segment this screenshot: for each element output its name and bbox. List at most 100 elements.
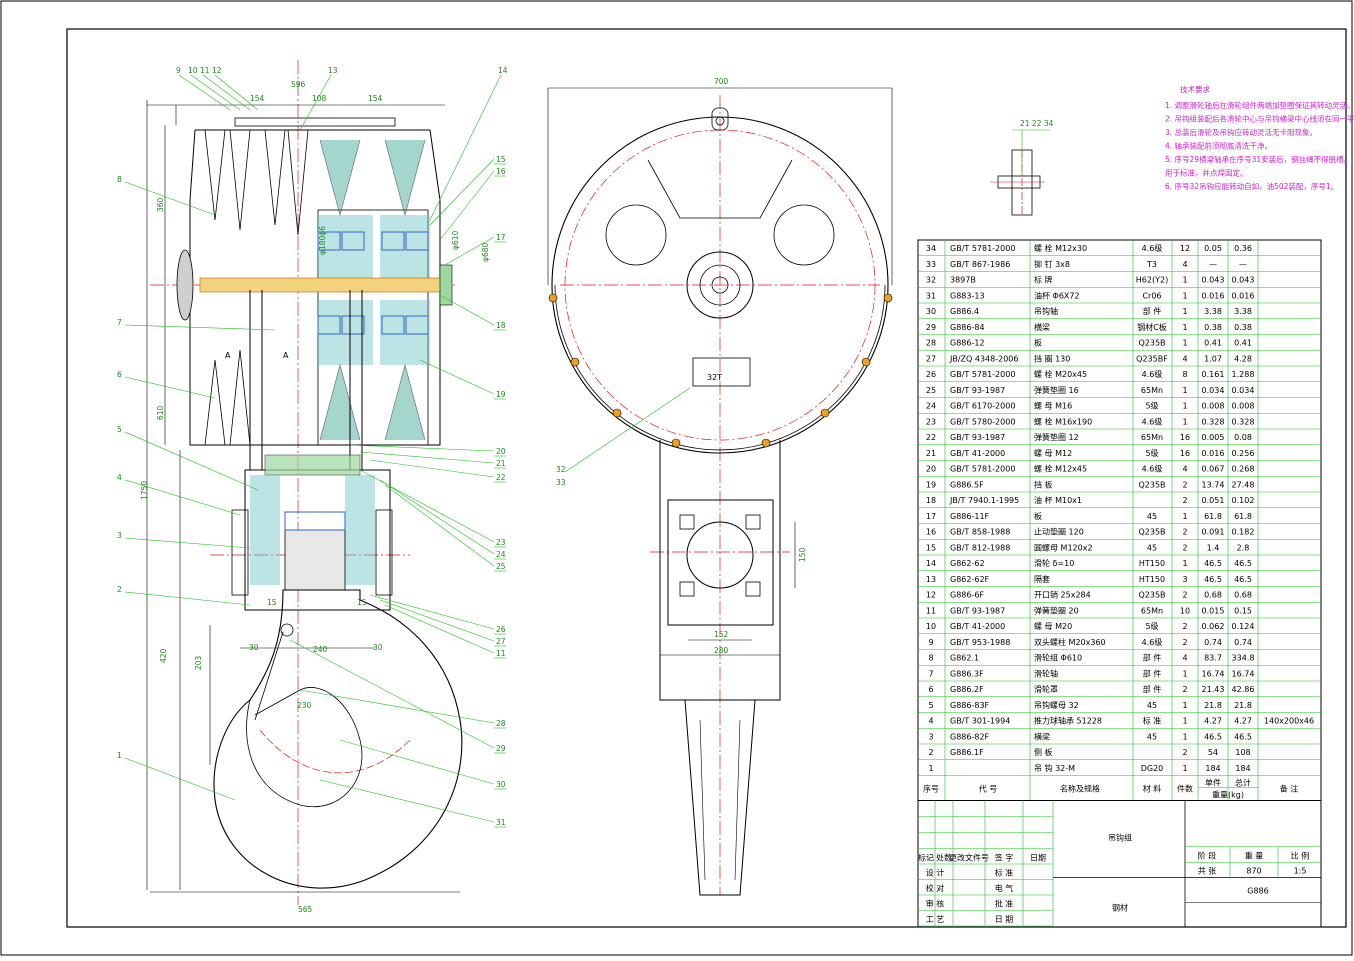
callout-number: 15 xyxy=(496,155,506,164)
dimension-label: 154 xyxy=(250,94,265,103)
callout-number: 28 xyxy=(496,719,506,728)
bom-cell: 4 xyxy=(1182,260,1187,269)
sheet-label: 共 张 xyxy=(1198,867,1217,876)
bom-cell: 46.5 xyxy=(1234,559,1252,568)
bom-cell: 0.034 xyxy=(1232,386,1255,395)
bom-cell: 1 xyxy=(1182,339,1187,348)
leader-line xyxy=(124,537,251,549)
bom-cell: 20 xyxy=(926,465,936,474)
bom-header-cell: 名称及规格 xyxy=(1060,784,1100,794)
role-label: 设 计 xyxy=(926,868,945,878)
dimension-label: 596 xyxy=(291,80,306,89)
bom-cell: G886.3F xyxy=(950,669,984,678)
dimension-label: 203 xyxy=(194,655,203,670)
bom-cell: GB/T 867-1986 xyxy=(950,260,1010,269)
callout-number: 19 xyxy=(496,390,506,399)
bom-cell: 挡 圈 130 xyxy=(1034,353,1070,363)
bom-cell: 0.091 xyxy=(1202,528,1225,537)
bom-cell: 6 xyxy=(928,685,933,694)
bom-cell: 螺 栓 M12x30 xyxy=(1034,243,1087,253)
bom-cell: G886-6F xyxy=(950,591,984,600)
dimension-label: 1750 xyxy=(140,481,149,500)
bom-cell: 滑轮罩 xyxy=(1034,684,1058,694)
leader-line xyxy=(369,594,495,630)
bom-cell: 0.268 xyxy=(1232,465,1255,474)
bom-cell: 0.05 xyxy=(1204,244,1222,253)
callout-number: 2 xyxy=(117,585,122,594)
leader-line xyxy=(439,294,495,326)
bom-cell: 部 件 xyxy=(1143,306,1162,316)
bom-table xyxy=(917,239,1322,801)
leader-line xyxy=(419,359,495,395)
bom-cell: 21.43 xyxy=(1202,685,1225,694)
callout-number: 18 xyxy=(496,321,506,330)
bom-cell: 吊钩轴 xyxy=(1034,306,1058,316)
callout-number: 26 xyxy=(496,625,506,634)
bom-cell: GB/T 6170-2000 xyxy=(950,402,1015,411)
bom-cell: 0.016 xyxy=(1232,291,1255,300)
bom-cell: 4.27 xyxy=(1204,717,1222,726)
callout-number: 31 xyxy=(496,818,506,827)
dimension-label: 30 xyxy=(249,643,259,652)
bom-cell: 25 xyxy=(926,386,936,395)
bom-cell: 1.07 xyxy=(1204,354,1222,363)
bom-cell: 2 xyxy=(1182,748,1187,757)
bom-cell: 21 xyxy=(926,449,936,458)
bom-cell: 板 xyxy=(1034,338,1042,348)
bom-cell: 46.5 xyxy=(1234,732,1252,741)
bom-cell: 螺 栓 M12x45 xyxy=(1034,464,1087,474)
bom-cell: GB/T 858-1988 xyxy=(950,528,1010,537)
bom-cell: 螺 栓 M16x190 xyxy=(1034,416,1092,426)
callout-number: 3 xyxy=(117,531,122,540)
bom-cell: GB/T 41-2000 xyxy=(950,622,1005,631)
stage-header: 比 例 xyxy=(1291,851,1310,861)
bom-cell: G886.1F xyxy=(950,748,984,757)
dimension-label: 108 xyxy=(312,94,327,103)
leader-line xyxy=(124,757,236,801)
callout-number: 7 xyxy=(117,318,122,327)
bom-cell: Q235BF xyxy=(1136,354,1168,363)
bom-cell: 1 xyxy=(1182,717,1187,726)
bom-cell: G862.1 xyxy=(950,654,979,663)
bom-cell: G883-13 xyxy=(950,291,985,300)
bom-cell: 0.68 xyxy=(1234,591,1252,600)
bom-cell: 29 xyxy=(926,323,936,332)
leader-line xyxy=(369,459,495,478)
bom-cell: 0.08 xyxy=(1234,433,1252,442)
bom-cell: 0.102 xyxy=(1232,496,1255,505)
bom-cell: 4 xyxy=(1182,354,1187,363)
bom-cell: 板 xyxy=(1034,511,1042,521)
bom-cell: 61.8 xyxy=(1234,512,1252,521)
bom-cell: 2 xyxy=(928,748,933,757)
bom-cell: 16.74 xyxy=(1202,669,1225,678)
bom-cell: 10 xyxy=(1180,606,1190,615)
bom-cell: 螺 母 M12 xyxy=(1034,448,1072,458)
bom-cell: 侧 板 xyxy=(1034,747,1053,757)
bom-cell: 26 xyxy=(926,370,936,379)
role-label: 电 气 xyxy=(995,883,1014,893)
leader-line xyxy=(379,599,495,642)
bom-cell: 1 xyxy=(1182,417,1187,426)
bom-cell: GB/T 953-1988 xyxy=(950,638,1010,647)
title-block xyxy=(917,800,1322,928)
role-label: 标 准 xyxy=(995,868,1014,878)
role-label: 工 艺 xyxy=(926,915,945,924)
bom-cell: GB/T 5781-2000 xyxy=(950,465,1015,474)
bom-cell: 184 xyxy=(1235,764,1250,773)
leader-line xyxy=(124,376,216,399)
dimension-label: 154 xyxy=(368,94,383,103)
bom-cell: 2 xyxy=(1182,496,1187,505)
bom-cell: 2 xyxy=(1182,543,1187,552)
rev-header: 处数 xyxy=(936,853,952,863)
bom-cell: 4 xyxy=(1182,465,1187,474)
leader-line xyxy=(349,444,495,452)
bom-cell: Q235B xyxy=(1138,339,1165,348)
bom-header-sub: 重量(kg) xyxy=(1212,790,1244,800)
bom-cell: 0.008 xyxy=(1232,402,1255,411)
bom-cell: T3 xyxy=(1146,260,1157,269)
bom-cell: 65Mn xyxy=(1141,386,1163,395)
leader-line xyxy=(299,74,332,131)
bom-cell: 18 xyxy=(926,496,936,505)
leader-line xyxy=(289,639,495,749)
